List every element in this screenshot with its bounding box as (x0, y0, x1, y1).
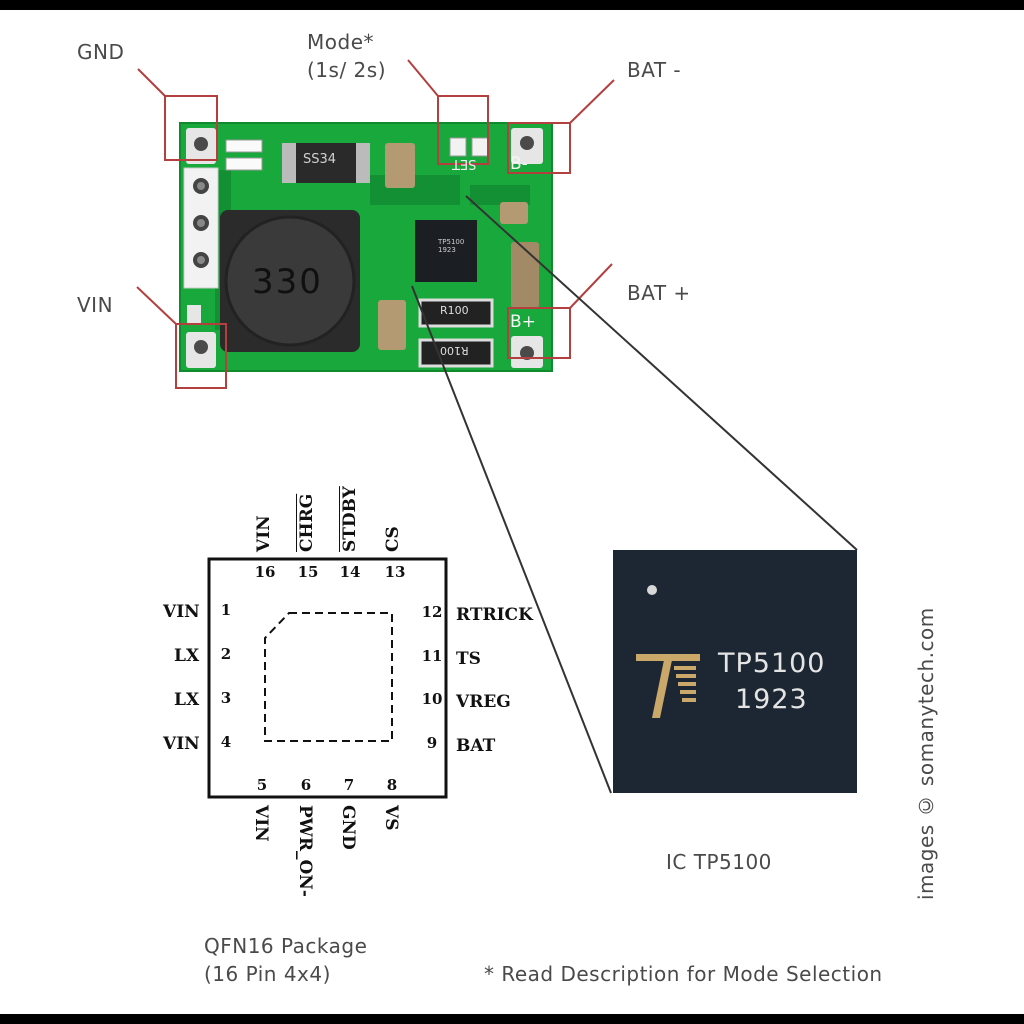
label-bat-minus: BAT - (627, 58, 682, 82)
resistor-2 (418, 338, 494, 368)
capacitor-4 (511, 242, 539, 308)
thermal-pad (264, 612, 393, 742)
label-mode: Mode* (307, 30, 374, 54)
pin-number-1: 1 (220, 601, 232, 619)
led-1 (225, 139, 263, 153)
label-bat-plus: BAT + (627, 281, 691, 305)
resistor-marking-1: R100 (440, 304, 469, 317)
tp-logo-icon (636, 654, 700, 718)
ic-photo-line2: 1923 (735, 684, 808, 715)
pin-name-9: BAT (456, 736, 496, 756)
qfn-package-outline (207, 557, 448, 799)
pin-number-12: 12 (421, 603, 443, 621)
pin-name-16: VIN (254, 515, 274, 552)
zoom-lines (411, 195, 858, 794)
pin-name-1: VIN (163, 602, 200, 622)
callouts (136, 59, 615, 389)
b-plus-silkscreen: B+ (510, 312, 536, 332)
resistor-marking-2: R100 (440, 344, 469, 357)
bat-minus-pad (511, 128, 543, 164)
pin-number-15: 15 (297, 563, 319, 581)
pin-name-10: VREG (456, 692, 511, 712)
label-gnd: GND (77, 40, 125, 64)
capacitor-3 (378, 300, 406, 350)
pin-name-7: GND (338, 805, 358, 850)
capacitor-2 (500, 202, 528, 224)
pin-name-11: TS (456, 649, 481, 669)
ic-photo-line1: TP5100 (718, 648, 826, 679)
b-minus-silkscreen: B- (510, 154, 528, 174)
header-pins (183, 167, 219, 289)
pcb-module (179, 122, 553, 372)
pin-name-5: VIN (251, 805, 271, 842)
pin-name-15: CHRG (297, 493, 317, 552)
pin-number-3: 3 (220, 689, 232, 707)
pin-name-13: CS (383, 526, 403, 552)
led-2 (225, 157, 263, 171)
image-credit: images © somanytech.com (914, 607, 938, 900)
ic-caption: IC TP5100 (666, 850, 772, 874)
inductor-marking: 330 (252, 262, 323, 302)
pin-name-14: STDBY (340, 486, 360, 552)
package-subtitle: (16 Pin 4x4) (204, 962, 331, 986)
gnd-pad (186, 128, 216, 164)
vin-pad (186, 332, 216, 368)
capacitor-1 (385, 143, 415, 188)
pin-number-11: 11 (421, 647, 443, 665)
pin-number-5: 5 (256, 776, 268, 794)
pin-number-6: 6 (300, 776, 312, 794)
pin-name-2: LX (174, 646, 200, 666)
pin-number-7: 7 (343, 776, 355, 794)
pin-number-10: 10 (421, 690, 443, 708)
set-pad-2 (471, 137, 489, 157)
tp5100-chip-on-board (415, 220, 477, 282)
package-title: QFN16 Package (204, 934, 368, 958)
diode-marking: SS34 (303, 152, 337, 167)
label-mode-sub: (1s/ 2s) (307, 58, 386, 82)
pin-name-12: RTRICK (456, 605, 533, 625)
footnote: * Read Description for Mode Selection (484, 962, 883, 986)
diagram-graphics (136, 59, 858, 799)
pin-number-8: 8 (386, 776, 398, 794)
ic-photo (613, 550, 857, 793)
diode-ss34 (282, 143, 370, 183)
pin-number-13: 13 (384, 563, 406, 581)
set-marking: SET (452, 156, 477, 171)
pin-number-2: 2 (220, 645, 232, 663)
pin-name-8: VS (381, 805, 401, 831)
label-vin: VIN (77, 293, 114, 317)
set-pad-1 (449, 137, 467, 157)
pin-name-6: PWR_ON- (295, 805, 315, 897)
pin-number-4: 4 (220, 733, 232, 751)
bat-plus-pad (511, 336, 543, 368)
pin-number-14: 14 (339, 563, 361, 581)
resistor-1 (418, 298, 494, 328)
pin-number-16: 16 (254, 563, 276, 581)
pin-name-3: LX (174, 690, 200, 710)
pin-number-9: 9 (426, 734, 438, 752)
pin-name-4: VIN (163, 734, 200, 754)
